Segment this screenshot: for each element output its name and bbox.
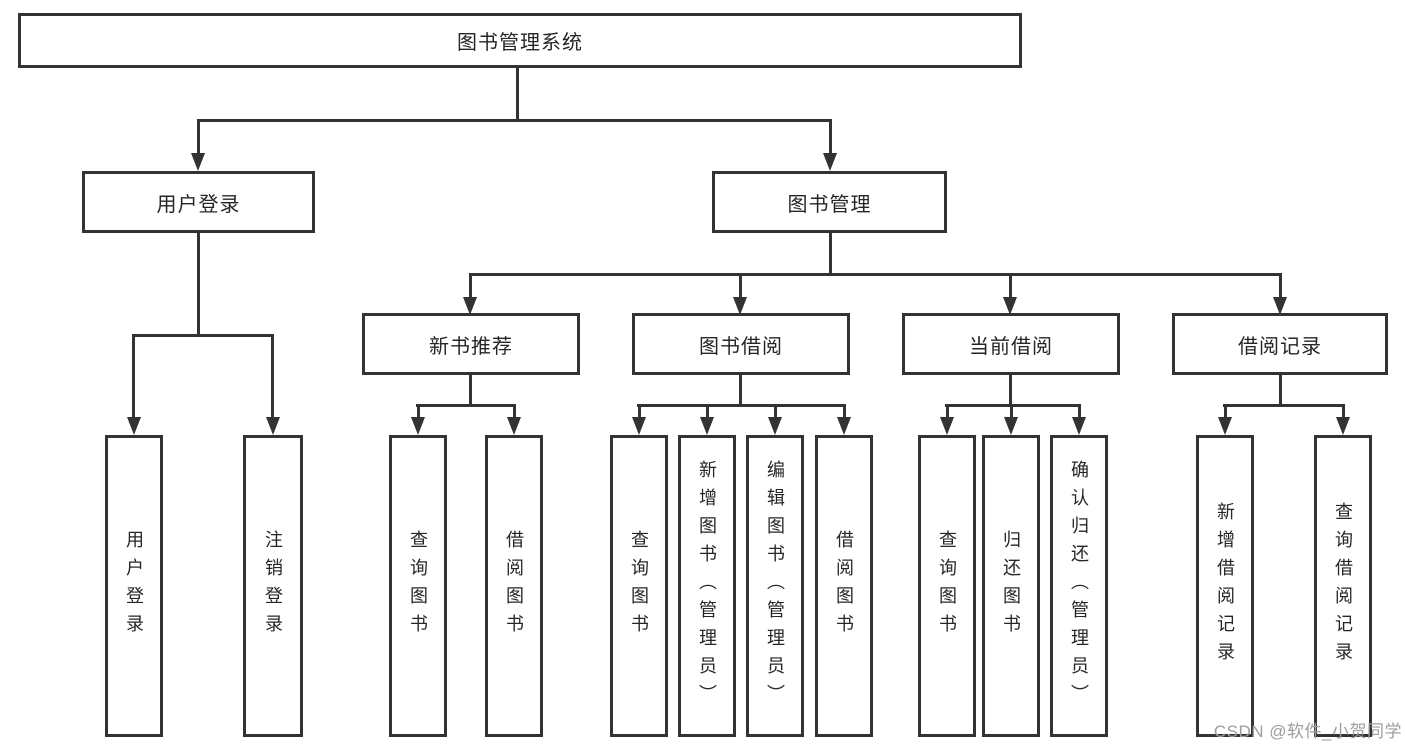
leaf-logout-label: 注销登录	[263, 530, 283, 642]
leaf-current-confirm-return: 确认归还（管理员）	[1050, 435, 1108, 737]
connector-line	[829, 119, 832, 154]
arrow-down-icon	[1273, 297, 1287, 315]
leaf-borrow-add-books-label: 新增图书（管理员）	[697, 460, 717, 712]
node-root: 图书管理系统	[18, 13, 1022, 68]
connector-line	[1279, 375, 1282, 406]
node-borrow-records: 借阅记录	[1172, 313, 1388, 375]
connector-line	[774, 404, 777, 418]
connector-line	[197, 119, 832, 122]
arrow-down-icon	[1072, 417, 1086, 435]
leaf-borrow-edit-books-label: 编辑图书（管理员）	[765, 460, 785, 712]
node-book-management: 图书管理	[712, 171, 947, 233]
arrow-down-icon	[1336, 417, 1350, 435]
connector-line	[132, 334, 274, 337]
leaf-current-return-books-label: 归还图书	[1001, 530, 1021, 642]
leaf-borrow-borrow-books-label: 借阅图书	[834, 530, 854, 642]
connector-line	[1010, 404, 1013, 418]
arrow-down-icon	[1218, 417, 1232, 435]
arrow-down-icon	[411, 417, 425, 435]
connector-line	[739, 375, 742, 406]
leaf-records-add-record: 新增借阅记录	[1196, 435, 1254, 737]
arrow-down-icon	[768, 417, 782, 435]
leaf-user-login: 用户登录	[105, 435, 163, 737]
leaf-recommend-borrow-books: 借阅图书	[485, 435, 543, 737]
arrow-down-icon	[940, 417, 954, 435]
arrow-down-icon	[266, 417, 280, 435]
connector-line	[469, 273, 472, 299]
connector-line	[271, 334, 274, 418]
connector-line	[637, 404, 846, 407]
connector-line	[829, 233, 832, 276]
node-new-book-recommend-label: 新书推荐	[429, 335, 513, 358]
arrow-down-icon	[837, 417, 851, 435]
connector-line	[1223, 404, 1345, 407]
connector-line	[1009, 375, 1012, 406]
connector-line	[132, 334, 135, 418]
connector-line	[946, 404, 949, 418]
connector-line	[1009, 273, 1012, 299]
leaf-borrow-add-books: 新增图书（管理员）	[678, 435, 736, 737]
arrow-down-icon	[507, 417, 521, 435]
leaf-records-query-record: 查询借阅记录	[1314, 435, 1372, 737]
leaf-borrow-query-books-label: 查询图书	[629, 530, 649, 642]
connector-line	[1342, 404, 1345, 418]
leaf-logout: 注销登录	[243, 435, 303, 737]
connector-line	[516, 68, 519, 120]
leaf-current-query-books: 查询图书	[918, 435, 976, 737]
node-current-borrow-label: 当前借阅	[969, 335, 1053, 358]
connector-line	[417, 404, 420, 418]
leaf-user-login-label: 用户登录	[124, 530, 144, 642]
connector-line	[945, 404, 1081, 407]
node-user-login-label: 用户登录	[156, 193, 241, 216]
connector-line	[469, 273, 1282, 276]
leaf-recommend-query-books: 查询图书	[389, 435, 447, 737]
arrow-down-icon	[700, 417, 714, 435]
connector-line	[1279, 273, 1282, 299]
arrow-down-icon	[1004, 417, 1018, 435]
leaf-recommend-borrow-books-label: 借阅图书	[504, 530, 524, 642]
leaf-records-query-record-label: 查询借阅记录	[1333, 502, 1353, 670]
connector-line	[197, 119, 200, 154]
connector-line	[197, 233, 200, 336]
node-current-borrow: 当前借阅	[902, 313, 1120, 375]
leaf-borrow-query-books: 查询图书	[610, 435, 668, 737]
connector-line	[1078, 404, 1081, 418]
node-user-login: 用户登录	[82, 171, 315, 233]
node-new-book-recommend: 新书推荐	[362, 313, 580, 375]
connector-line	[469, 375, 472, 406]
connector-line	[416, 404, 516, 407]
arrow-down-icon	[463, 297, 477, 315]
node-root-label: 图书管理系统	[457, 32, 583, 54]
connector-line	[706, 404, 709, 418]
node-book-management-label: 图书管理	[787, 193, 872, 216]
leaf-current-query-books-label: 查询图书	[937, 530, 957, 642]
connector-line	[513, 404, 516, 418]
arrow-down-icon	[632, 417, 646, 435]
arrow-down-icon	[823, 153, 837, 171]
leaf-borrow-edit-books: 编辑图书（管理员）	[746, 435, 804, 737]
arrow-down-icon	[127, 417, 141, 435]
csdn-watermark: CSDN @软件_小贺同学	[1213, 722, 1402, 741]
leaf-current-confirm-return-label: 确认归还（管理员）	[1069, 460, 1089, 712]
connector-line	[843, 404, 846, 418]
node-book-borrow: 图书借阅	[632, 313, 850, 375]
leaf-records-add-record-label: 新增借阅记录	[1215, 502, 1235, 670]
connector-line	[1224, 404, 1227, 418]
node-borrow-records-label: 借阅记录	[1238, 335, 1322, 358]
connector-line	[638, 404, 641, 418]
arrow-down-icon	[1003, 297, 1017, 315]
leaf-current-return-books: 归还图书	[982, 435, 1040, 737]
leaf-borrow-borrow-books: 借阅图书	[815, 435, 873, 737]
leaf-recommend-query-books-label: 查询图书	[408, 530, 428, 642]
connector-line	[739, 273, 742, 299]
arrow-down-icon	[191, 153, 205, 171]
arrow-down-icon	[733, 297, 747, 315]
node-book-borrow-label: 图书借阅	[699, 335, 783, 358]
